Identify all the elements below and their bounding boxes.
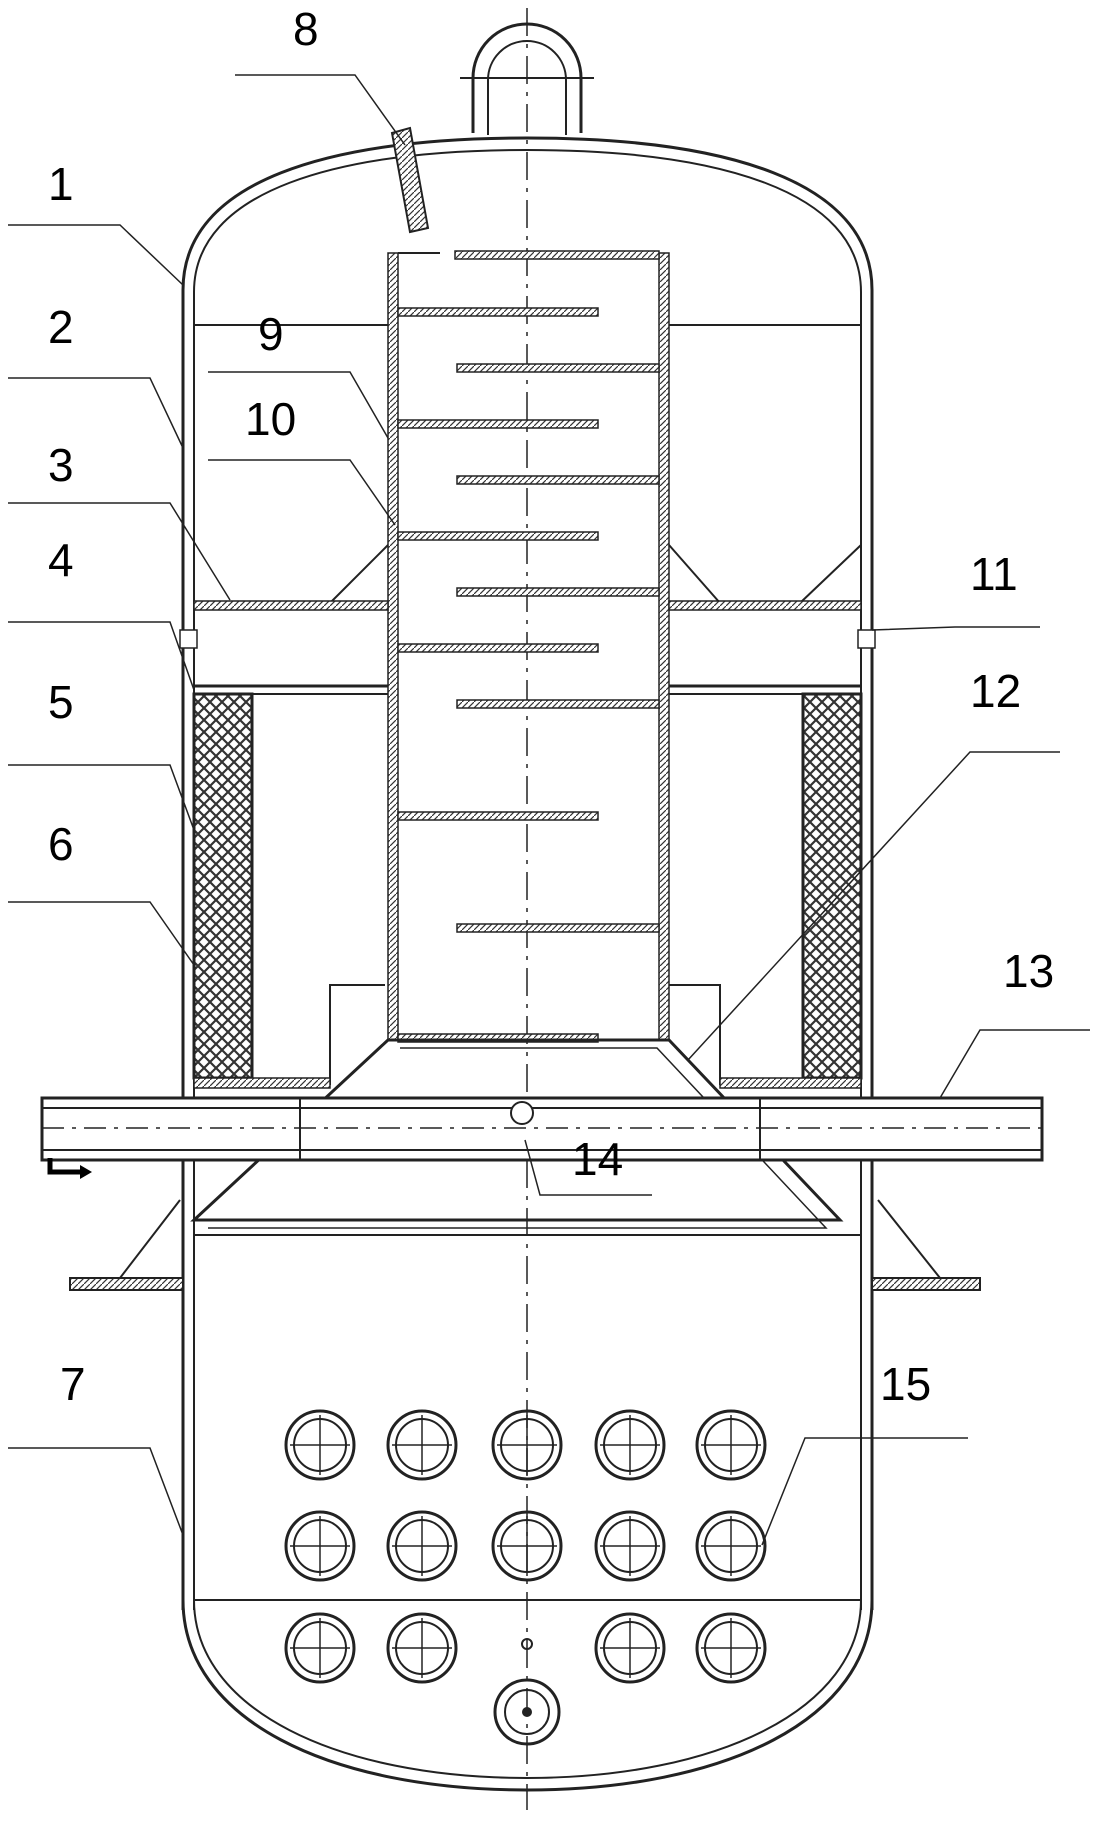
label-1: 1: [48, 158, 74, 210]
bed-supports: [193, 984, 862, 1089]
tube-nozzle-icon: [284, 1409, 356, 1481]
inlet-pipe: [40, 1096, 1044, 1179]
tube-nozzle-icon: [594, 1612, 666, 1684]
label-15: 15: [880, 1358, 931, 1410]
label-13: 13: [1003, 945, 1054, 997]
tube-nozzle-icon: [695, 1510, 767, 1582]
tube-nozzle-icon: [695, 1409, 767, 1481]
label-8: 8: [293, 3, 319, 55]
tube-nozzle-icon: [386, 1510, 458, 1582]
label-6: 6: [48, 818, 74, 870]
packing-beds: [192, 692, 863, 1080]
tube-nozzle-icon: [284, 1510, 356, 1582]
label-12: 12: [970, 665, 1021, 717]
baffle-plates: [397, 250, 660, 1043]
label-3: 3: [48, 439, 74, 491]
tube-nozzle-icon: [594, 1510, 666, 1582]
support-struts: [194, 324, 862, 604]
bottom-drain-icon: [493, 1638, 561, 1746]
tube-nozzle-icon: [386, 1612, 458, 1684]
label-7: 7: [60, 1358, 86, 1410]
label-2: 2: [48, 301, 74, 353]
tube-nozzle-icon: [695, 1612, 767, 1684]
tube-nozzle-icon: [284, 1612, 356, 1684]
tube-nozzle-grid: [284, 1409, 767, 1684]
label-11: 11: [970, 548, 1018, 600]
label-4: 4: [48, 534, 74, 586]
tube-nozzle-icon: [594, 1409, 666, 1481]
tube-nozzle-icon: [386, 1409, 458, 1481]
label-5: 5: [48, 676, 74, 728]
label-10: 10: [245, 393, 296, 445]
vent-pipe: [390, 126, 430, 234]
label-14: 14: [572, 1133, 623, 1185]
leader-lines: [8, 74, 1090, 1546]
center-port-icon: [510, 1101, 534, 1125]
vessel-shell: [179, 136, 876, 1792]
label-9: 9: [258, 308, 284, 360]
tube-nozzle-icon: [491, 1510, 563, 1582]
tube-nozzle-icon: [491, 1409, 563, 1481]
lower-flanges: [69, 1199, 981, 1291]
lifting-lug: [460, 22, 594, 135]
